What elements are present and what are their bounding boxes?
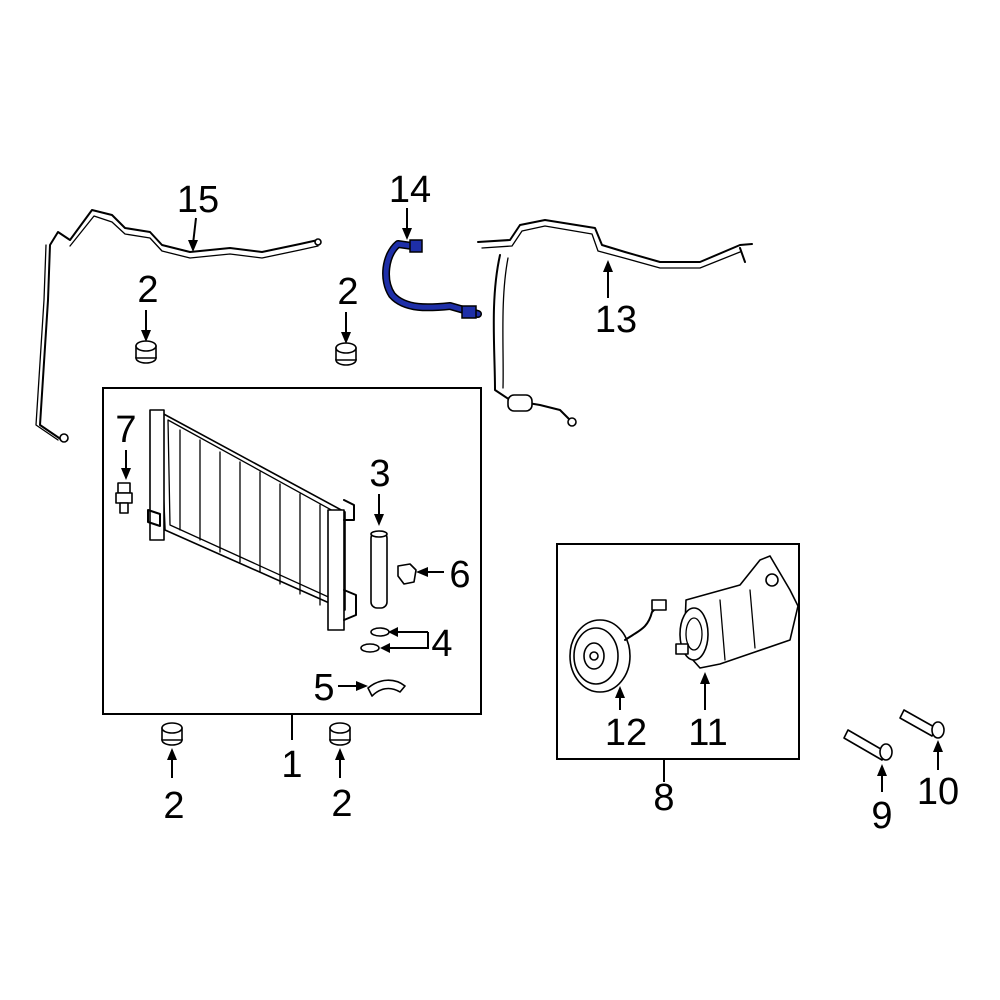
part-13-ac-line[interactable] [477,219,753,427]
part-2-insulator-top-right[interactable] [335,342,357,366]
compressor-assembly-box [556,543,800,760]
leader-arrows [121,208,943,792]
callout-7: 7 [115,409,136,451]
part-2-insulator-bottom-left[interactable] [161,722,183,746]
part-7-pressure-switch[interactable] [115,482,133,514]
part-12-compressor-clutch[interactable] [569,599,667,693]
callout-2-top-left: 2 [137,269,158,311]
callout-3: 3 [369,453,390,495]
callout-8: 8 [653,777,674,819]
part-2-insulator-bottom-right[interactable] [329,722,351,746]
part-3-receiver-drier[interactable] [370,530,388,609]
callout-11: 11 [688,712,727,754]
callout-6: 6 [449,554,470,596]
callout-5: 5 [313,667,334,709]
part-10-bolt[interactable] [899,709,945,739]
part-15-ac-line[interactable] [35,209,322,443]
callout-12: 12 [605,712,647,754]
part-14-discharge-hose[interactable] [382,239,482,319]
part-11-ac-compressor[interactable] [675,555,799,669]
callout-2-bottom-left: 2 [163,785,184,827]
part-6-drier-cap[interactable] [397,563,417,585]
callout-4: 4 [431,623,452,665]
part-4-o-rings[interactable] [360,627,390,653]
callout-2-top-right: 2 [337,271,358,313]
callout-13: 13 [595,299,637,341]
part-2-insulator-top-left[interactable] [135,340,157,364]
callout-9: 9 [871,795,892,837]
condenser-core[interactable] [147,409,357,631]
callout-1: 1 [281,744,302,786]
callout-10: 10 [917,771,959,813]
part-5-bracket[interactable] [367,679,406,697]
callout-15: 15 [177,179,219,221]
callout-14: 14 [389,169,431,211]
part-9-bolt[interactable] [843,729,893,761]
callout-2-bottom-right: 2 [331,783,352,825]
callout-labels: 15 14 13 2 2 7 3 6 4 5 1 2 2 12 11 8 9 1… [115,169,959,837]
